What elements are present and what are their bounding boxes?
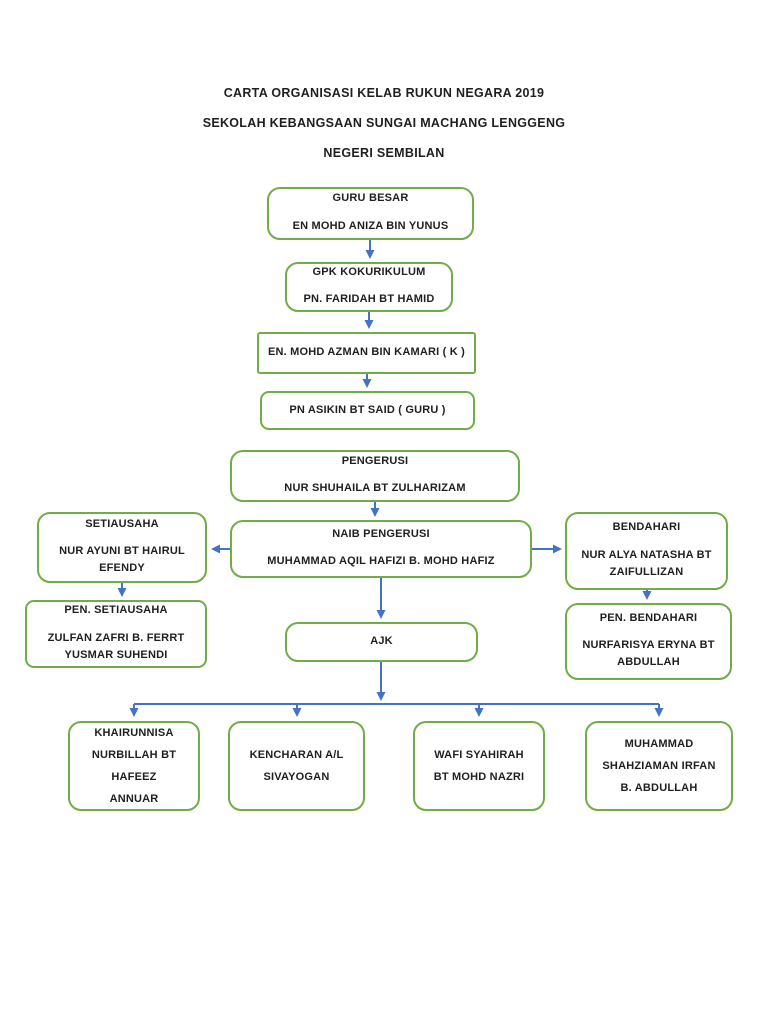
org-box-pen-bendahari: PEN. BENDAHARI NURFARISYA ERYNA BT ABDUL…	[565, 603, 732, 680]
person-name: EN. MOHD AZMAN BIN KAMARI ( K )	[267, 346, 466, 359]
org-box-ajk-member-4: MUHAMMAD SHAHZIAMAN IRFAN B. ABDULLAH	[585, 721, 733, 811]
person-name: KHAIRUNNISA NURBILLAH BT HAFEEZ ANNUAR	[91, 727, 177, 805]
role-label: NAIB PENGERUSI	[332, 527, 430, 540]
org-box-ajk-member-3: WAFI SYAHIRAH BT MOHD NAZRI	[413, 721, 545, 811]
person-name: EN MOHD ANIZA BIN YUNUS	[292, 219, 449, 232]
org-box-pen-setiausaha: PEN. SETIAUSAHA ZULFAN ZAFRI B. FERRT YU…	[25, 600, 207, 668]
org-box-naib-pengerusi: NAIB PENGERUSI MUHAMMAD AQIL HAFIZI B. M…	[230, 520, 532, 578]
org-box-gpk-kokurikulum: GPK KOKURIKULUM PN. FARIDAH BT HAMID	[285, 262, 453, 312]
person-name: KENCHARAN A/L SIVAYOGAN	[249, 749, 344, 783]
chart-title-line2: SEKOLAH KEBANGSAAN SUNGAI MACHANG LENGGE…	[202, 116, 566, 130]
person-name: MUHAMMAD SHAHZIAMAN IRFAN B. ABDULLAH	[602, 738, 716, 794]
org-box-guru-penasihat-k: EN. MOHD AZMAN BIN KAMARI ( K )	[257, 332, 476, 374]
person-name: NUR SHUHAILA BT ZULHARIZAM	[284, 482, 466, 495]
org-box-ajk: AJK	[285, 622, 478, 662]
chart-title-line3: NEGERI SEMBILAN	[323, 146, 445, 160]
person-name: NUR ALYA NATASHA BT ZAIFULLIZAN	[581, 548, 712, 578]
chart-title-line1: CARTA ORGANISASI KELAB RUKUN NEGARA 2019	[223, 86, 545, 100]
role-label: GURU BESAR	[332, 192, 409, 205]
org-box-ajk-member-1: KHAIRUNNISA NURBILLAH BT HAFEEZ ANNUAR	[68, 721, 200, 811]
person-name: WAFI SYAHIRAH BT MOHD NAZRI	[433, 749, 525, 783]
role-label: PEN. BENDAHARI	[599, 611, 698, 624]
role-label: PEN. SETIAUSAHA	[64, 604, 168, 617]
role-label: PENGERUSI	[341, 454, 409, 467]
org-box-setiausaha: SETIAUSAHA NUR AYUNI BT HAIRUL EFENDY	[37, 512, 207, 583]
role-label: GPK KOKURIKULUM	[312, 265, 426, 278]
org-box-guru-besar: GURU BESAR EN MOHD ANIZA BIN YUNUS	[267, 187, 474, 240]
person-name: NURFARISYA ERYNA BT ABDULLAH	[582, 639, 715, 669]
person-name: PN. FARIDAH BT HAMID	[303, 293, 435, 306]
org-box-bendahari: BENDAHARI NUR ALYA NATASHA BT ZAIFULLIZA…	[565, 512, 728, 590]
person-name: NUR AYUNI BT HAIRUL EFENDY	[59, 545, 185, 575]
person-name: PN ASIKIN BT SAID ( GURU )	[289, 403, 446, 416]
chart-title-block: CARTA ORGANISASI KELAB RUKUN NEGARA 2019…	[0, 78, 768, 168]
role-label: BENDAHARI	[612, 521, 681, 534]
person-name: ZULFAN ZAFRI B. FERRT YUSMAR SUHENDI	[47, 631, 185, 661]
org-box-guru-penasihat: PN ASIKIN BT SAID ( GURU )	[260, 391, 475, 430]
org-box-ajk-member-2: KENCHARAN A/L SIVAYOGAN	[228, 721, 365, 811]
role-label: SETIAUSAHA	[85, 517, 159, 530]
role-label: AJK	[370, 635, 393, 648]
person-name: MUHAMMAD AQIL HAFIZI B. MOHD HAFIZ	[267, 555, 495, 568]
org-box-pengerusi: PENGERUSI NUR SHUHAILA BT ZULHARIZAM	[230, 450, 520, 502]
